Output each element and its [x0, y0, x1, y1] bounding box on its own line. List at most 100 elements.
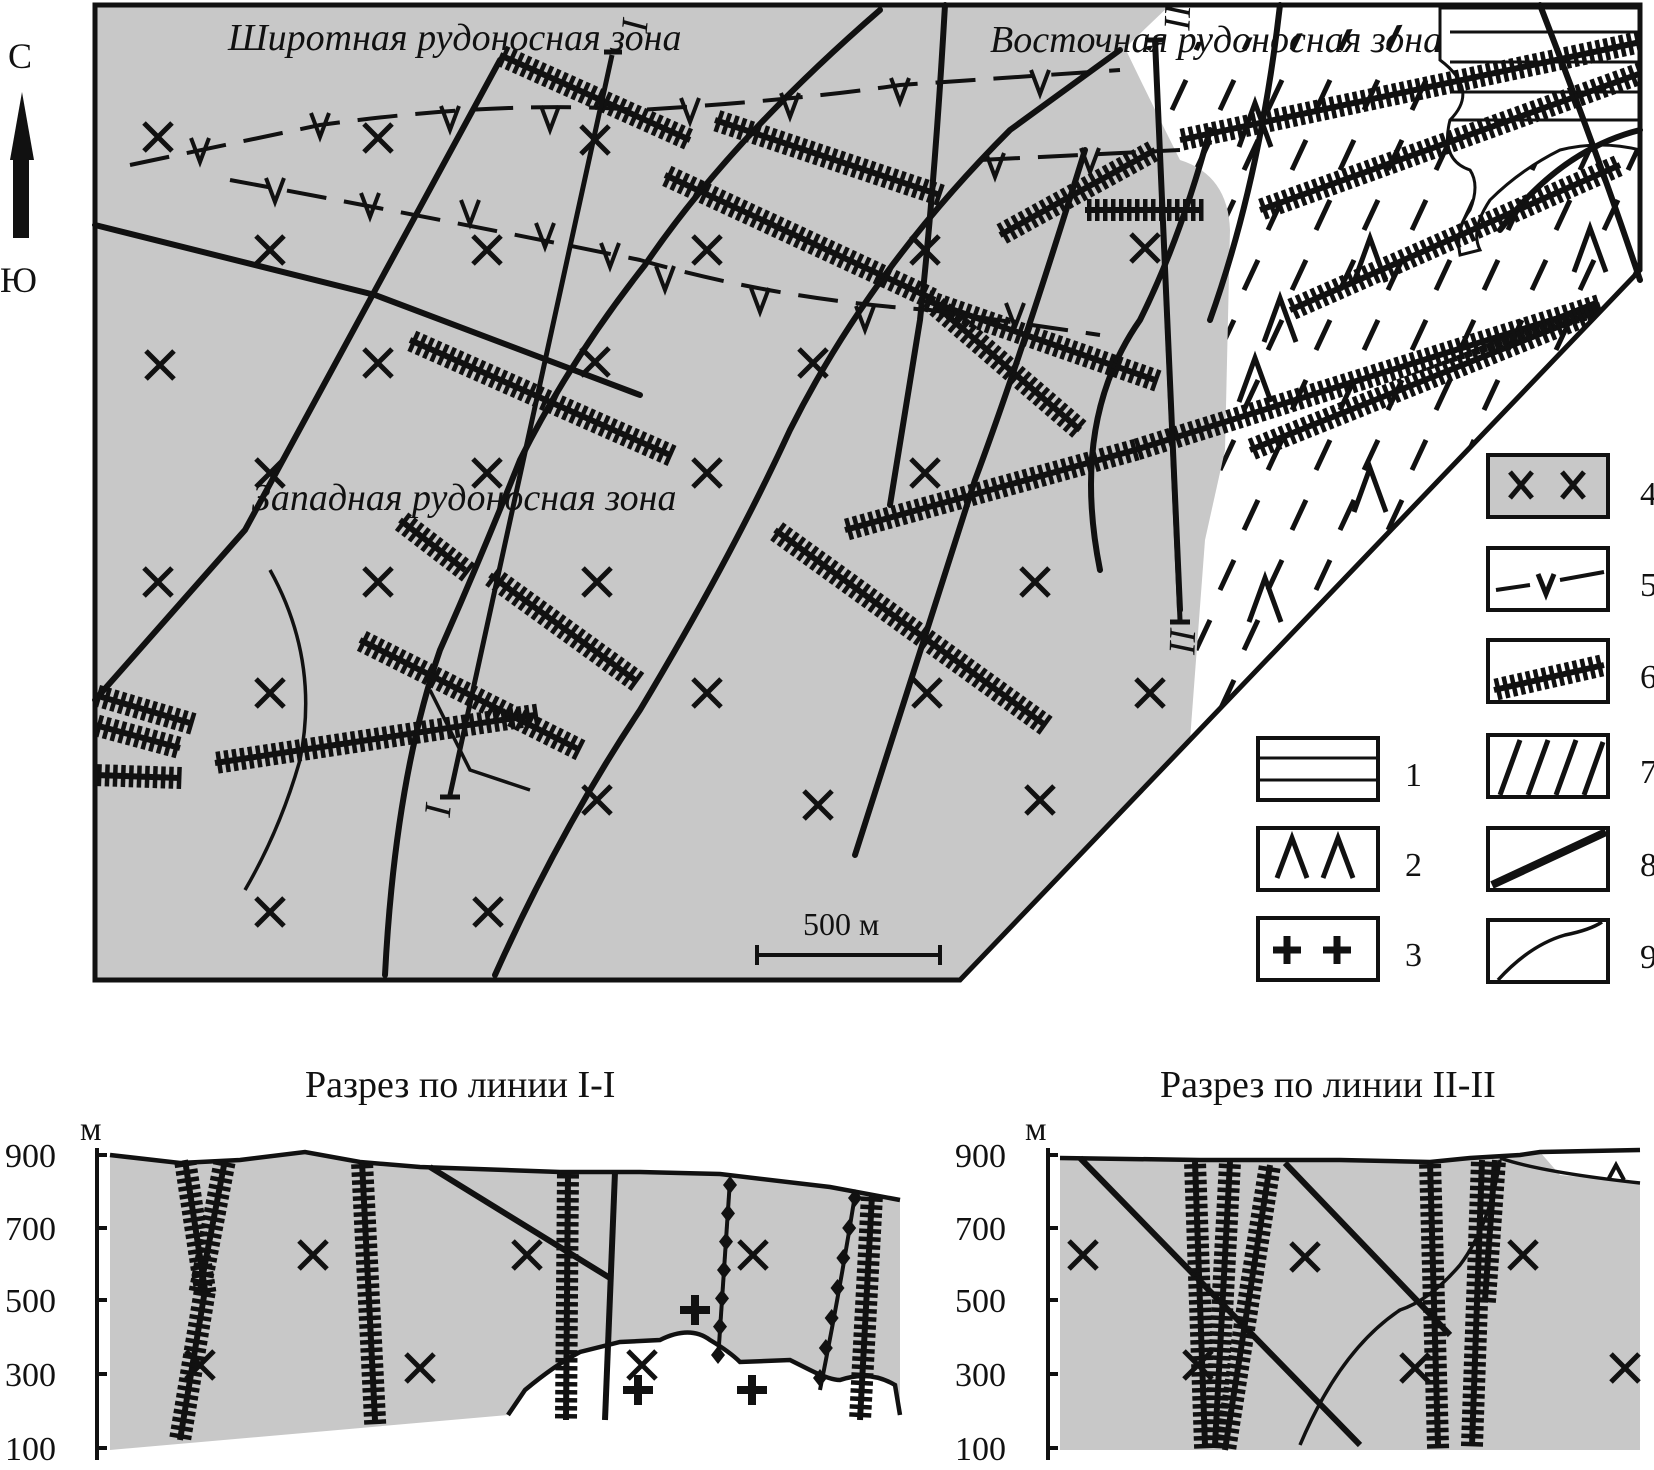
- hatch-stroke: [1241, 618, 1261, 652]
- x-cross-mark: [911, 677, 943, 709]
- x-cross-mark: [254, 896, 286, 928]
- hatch-stroke: [1601, 318, 1621, 352]
- x-cross-mark: [362, 347, 394, 379]
- section-1-bands: [169, 1159, 883, 1441]
- hatch-stroke: [1577, 258, 1597, 292]
- map-band-7: [996, 141, 1159, 244]
- x-cross-mark: [1067, 1239, 1099, 1271]
- x-cross-mark: [254, 457, 286, 489]
- legend-swatch-9: [1486, 918, 1610, 984]
- hatch-stroke: [1625, 378, 1640, 412]
- hatch-stroke: [1457, 558, 1477, 592]
- granodiorite-crosses: [142, 121, 1166, 928]
- section-1-tick-100: 100: [5, 1431, 56, 1465]
- v-mark: [264, 177, 286, 208]
- hatch-stroke: [1361, 318, 1381, 352]
- x-cross-mark: [472, 896, 504, 928]
- diamond-mark: [813, 1369, 827, 1387]
- hatch-stroke: [1289, 258, 1309, 292]
- x-cross-mark: [511, 1239, 543, 1271]
- diamond-mark: [848, 1189, 862, 1207]
- map-band-20: [1258, 62, 1640, 220]
- hatch-stroke: [1313, 678, 1333, 712]
- x-cross-mark: [1129, 232, 1161, 264]
- x-cross-mark: [1609, 1352, 1641, 1384]
- section-1: Разрез по линии I-I м 900 700 500 300 10…: [5, 1064, 903, 1468]
- legend-number-6: 6: [1640, 659, 1654, 696]
- map-band-6: [407, 330, 677, 466]
- hatch-stroke: [1241, 738, 1261, 740]
- diamond-mark: [711, 1346, 725, 1364]
- section-2-tick-500: 500: [955, 1283, 1006, 1320]
- hatch-stroke: [1241, 498, 1261, 532]
- x-cross-mark: [1024, 784, 1056, 816]
- hatch-stroke: [1217, 558, 1237, 592]
- hatch-stroke: [1265, 318, 1285, 352]
- section-1-tick-900: 900: [5, 1138, 56, 1175]
- x-cross-mark: [579, 346, 611, 378]
- legend-swatch-5: [1486, 546, 1610, 612]
- diamond-mark: [836, 1249, 851, 1267]
- diamond-mark: [715, 1289, 729, 1308]
- section-line-2: [1145, 37, 1190, 625]
- v-mark: [749, 287, 771, 318]
- hatch-stroke: [1361, 678, 1381, 712]
- section-1-tick-500: 500: [5, 1283, 56, 1320]
- legend-number-3: 3: [1405, 937, 1422, 974]
- hatch-stroke: [1553, 198, 1573, 232]
- x-cross-mark: [1507, 1239, 1539, 1271]
- map-band-8: [1085, 199, 1204, 221]
- caret-mark: [1236, 350, 1274, 403]
- hatch-stroke: [1193, 738, 1213, 740]
- x-cross-mark: [297, 1239, 329, 1271]
- ore-bearing-bands: [95, 31, 1640, 790]
- hatch-stroke: [1385, 738, 1405, 740]
- scale-bar-label: 500 м: [803, 906, 879, 942]
- v-mark: [679, 97, 701, 128]
- hatch-stroke: [1337, 618, 1357, 652]
- hatch-stroke: [1361, 198, 1381, 232]
- x-cross-mark: [737, 1239, 769, 1271]
- caret-mark: [1571, 220, 1609, 273]
- v-mark: [459, 199, 481, 230]
- sec1-band-4: [351, 1161, 387, 1425]
- hatch-stroke: [1313, 438, 1333, 472]
- hatch-stroke: [1457, 678, 1477, 712]
- hatch-stroke: [1529, 378, 1549, 412]
- legend-swatch-1: [1256, 736, 1380, 802]
- hatch-stroke: [1337, 498, 1357, 532]
- x-cross-mark: [471, 457, 503, 489]
- x-cross-mark: [626, 1349, 658, 1381]
- diamond-mark: [842, 1219, 857, 1237]
- section-2-rock: [1060, 1152, 1640, 1450]
- x-cross-mark: [802, 789, 834, 821]
- hatch-stroke: [1433, 498, 1453, 532]
- diamond-mark: [721, 1204, 735, 1223]
- x-cross-mark: [691, 677, 723, 709]
- section-1-plus-crosses: [623, 1295, 767, 1405]
- legend-band-sample: [1493, 654, 1605, 701]
- diamond-mark: [723, 1176, 737, 1194]
- hatch-stroke: [1529, 258, 1549, 292]
- hatch-stroke: [1361, 438, 1381, 472]
- v-mark: [1029, 69, 1051, 100]
- section-1-title: Разрез по линии I-I: [305, 1064, 615, 1106]
- map-band-9: [844, 438, 1140, 541]
- hatch-stroke: [1433, 378, 1453, 412]
- map-band-21: [1287, 155, 1623, 320]
- legend-6-band: [1493, 654, 1605, 701]
- v-mark: [599, 242, 621, 273]
- x-cross-mark: [142, 566, 174, 598]
- hatch-stroke: [1217, 78, 1237, 112]
- hatch-stroke: [1409, 558, 1429, 592]
- zone-label-latitudinal: Широтная рудоносная зона: [227, 17, 681, 59]
- hatch-stroke: [1481, 378, 1501, 412]
- hatch-stroke: [1241, 378, 1261, 412]
- compass-north: С: [8, 36, 32, 76]
- hatch-stroke: [1265, 558, 1285, 592]
- section-2-caret: [1606, 1160, 1626, 1181]
- x-cross-mark: [581, 784, 613, 816]
- legend-number-7: 7: [1640, 754, 1654, 791]
- section-2-tick-700: 700: [955, 1211, 1006, 1248]
- x-cross-mark: [909, 234, 941, 266]
